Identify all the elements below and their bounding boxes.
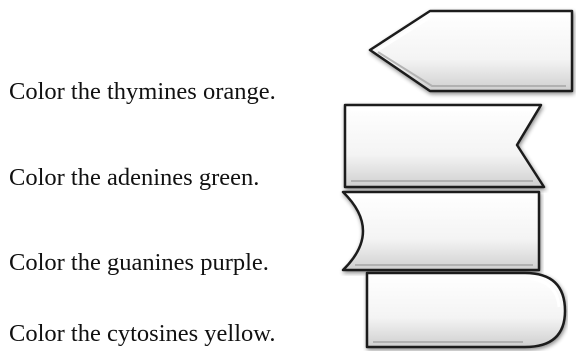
instruction-adenine: Color the adenines green. [9,164,260,191]
instruction-guanine: Color the guanines purple. [9,249,269,276]
thymine-shape[interactable] [366,6,576,99]
instruction-thymine: Color the thymines orange. [9,78,276,105]
instruction-cytosine: Color the cytosines yellow. [9,320,276,347]
adenine-shape[interactable] [341,101,549,193]
cytosine-shape[interactable] [363,269,568,351]
guanine-shape[interactable] [339,188,544,276]
